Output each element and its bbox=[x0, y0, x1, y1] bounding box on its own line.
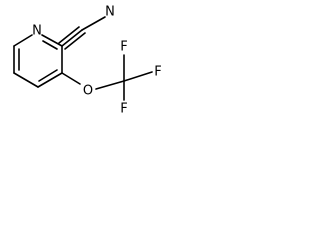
ring-double-bond-n-c2 bbox=[42, 40, 58, 50]
nitrile-triple-bond-extension bbox=[81, 16, 106, 31]
ring-nitrogen-label: N bbox=[32, 24, 42, 39]
bond-o-cf3 bbox=[95, 80, 125, 90]
ring-bond-c4-c5 bbox=[13, 72, 39, 88]
nitrile-group bbox=[58, 16, 106, 50]
ring-bond-n-c2 bbox=[41, 34, 63, 47]
nitrile-triple-bond-a bbox=[61, 29, 83, 47]
nitrile-triple-bond-c bbox=[58, 26, 80, 44]
fluorine-right-label: F bbox=[154, 65, 161, 80]
trifluoromethoxy-group bbox=[61, 54, 153, 101]
bond-c3-o bbox=[61, 72, 81, 85]
pyridine-ring bbox=[13, 34, 63, 88]
nitrile-triple-bond-b bbox=[64, 32, 86, 50]
ring-bond-c6-n bbox=[13, 34, 33, 47]
nitrile-nitrogen-label: N bbox=[105, 5, 115, 20]
fluorine-top-label: F bbox=[120, 40, 127, 55]
bond-cf3-f-right bbox=[123, 71, 153, 82]
fluorine-bottom-label: F bbox=[120, 102, 127, 117]
ring-bond-c3-c4 bbox=[37, 72, 63, 88]
ether-oxygen-label: O bbox=[83, 84, 93, 99]
ring-double-bond-c3-c4 bbox=[38, 69, 58, 82]
chemical-structure: N N O F F F bbox=[13, 5, 162, 117]
